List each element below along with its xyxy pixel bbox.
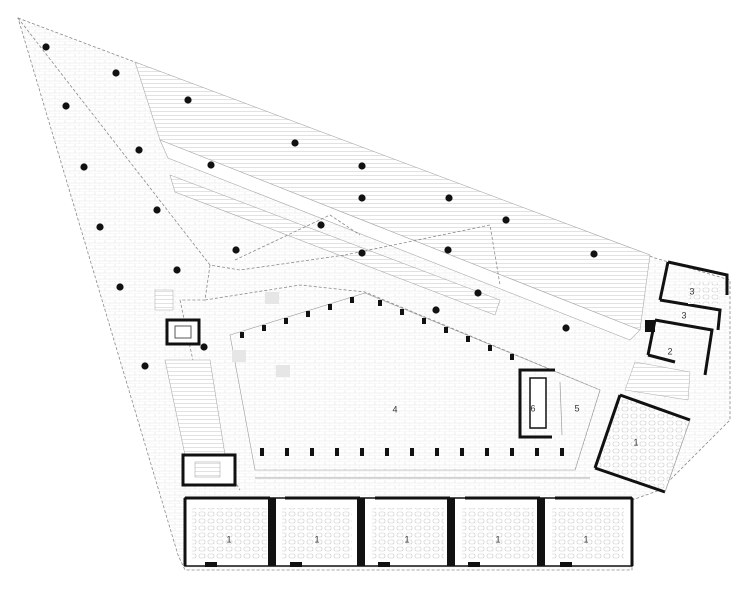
floor-patch	[265, 292, 279, 304]
label-hall: 4	[392, 404, 397, 414]
room-6	[518, 368, 555, 439]
label-office-right: 2	[667, 346, 672, 356]
terrace-steps	[134, 61, 651, 341]
label-room-6: 6	[530, 403, 535, 413]
left-ramp	[154, 289, 174, 311]
label-classroom-right: 1	[633, 437, 638, 447]
label-classroom-a: 1	[226, 534, 231, 544]
floor-patch	[276, 365, 290, 377]
service-block	[645, 260, 729, 376]
label-classroom-e: 1	[583, 534, 588, 544]
left-stair	[164, 359, 237, 487]
classroom-row	[183, 496, 634, 567]
label-toilet-lower: 3	[681, 310, 686, 320]
hall-piers	[240, 297, 564, 456]
label-toilet-upper: 3	[689, 286, 694, 296]
label-classroom-d: 1	[495, 534, 500, 544]
right-stair	[624, 361, 691, 401]
elevator-core	[165, 318, 201, 346]
label-classroom-b: 1	[314, 534, 319, 544]
room-labels: 4 5 6 2 3 3 1 1 1 1 1 1	[226, 286, 694, 544]
classroom-right	[593, 393, 691, 494]
columns	[42, 43, 598, 370]
label-room-5: 5	[574, 403, 579, 413]
hall-floor	[229, 292, 601, 471]
room-5	[559, 381, 563, 436]
floor-patch	[232, 350, 246, 362]
label-classroom-c: 1	[404, 534, 409, 544]
